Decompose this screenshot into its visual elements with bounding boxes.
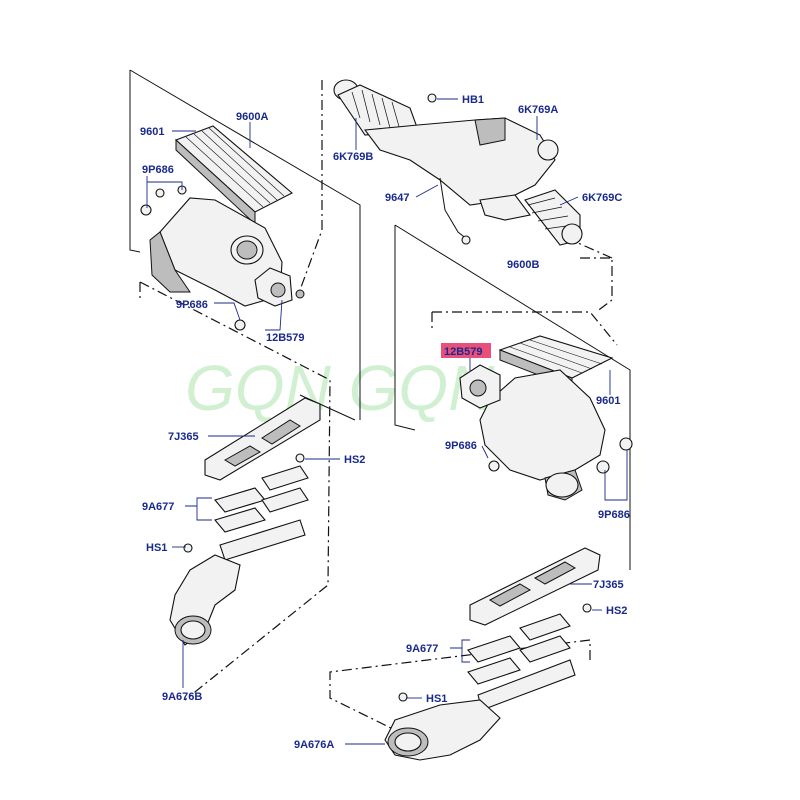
callout-labels: 9600A 9601 9P686 9P686 12B579 HB1 6K769A… xyxy=(140,94,630,751)
label-9A676A: 9A676A xyxy=(294,739,334,751)
air-filter-element-left xyxy=(174,125,293,226)
label-9600A: 9600A xyxy=(236,111,268,123)
intake-duct-assembly xyxy=(333,79,583,246)
label-9A676B: 9A676B xyxy=(162,691,202,703)
seal-plate-left xyxy=(204,397,321,481)
label-9P686-right1: 9P686 xyxy=(445,440,477,452)
label-9A677-right: 9A677 xyxy=(406,643,438,655)
label-9601-top: 9601 xyxy=(140,126,164,138)
label-12B579-right: 12B579 xyxy=(444,346,483,358)
label-HS1-left: HS1 xyxy=(146,542,167,554)
label-6K769C: 6K769C xyxy=(582,192,622,204)
resonator-tubes-left xyxy=(214,465,309,561)
label-9P686-mid: 9P686 xyxy=(176,299,208,311)
label-HB1: HB1 xyxy=(462,94,484,106)
label-9P686-right2: 9P686 xyxy=(598,509,630,521)
label-HS2-right: HS2 xyxy=(606,605,627,617)
air-cleaner-housing-left xyxy=(140,185,305,331)
seal-plate-right xyxy=(469,547,601,626)
label-6K769A: 6K769A xyxy=(518,104,558,116)
label-9A677-left: 9A677 xyxy=(142,501,174,513)
label-9601-right: 9601 xyxy=(596,395,620,407)
left-panel-frame xyxy=(129,69,361,701)
label-7J365-left: 7J365 xyxy=(168,431,199,443)
watermark: GQN GQN xyxy=(185,352,495,424)
resonator-tubes-right xyxy=(467,613,576,711)
highlight-12B579 xyxy=(441,343,491,358)
label-9600B: 9600B xyxy=(507,259,539,271)
intake-duct-right xyxy=(384,603,592,761)
label-6K769B: 6K769B xyxy=(333,151,373,163)
label-9P686-top: 9P686 xyxy=(142,164,174,176)
label-HS2-left: HS2 xyxy=(344,454,365,466)
label-9647: 9647 xyxy=(385,192,409,204)
label-HS1-right: HS1 xyxy=(426,693,447,705)
label-12B579-top: 12B579 xyxy=(266,332,305,344)
air-cleaner-housing-right xyxy=(459,364,633,501)
intake-duct-left xyxy=(169,453,305,646)
leader-lines xyxy=(146,98,628,745)
label-7J365-right: 7J365 xyxy=(593,579,624,591)
